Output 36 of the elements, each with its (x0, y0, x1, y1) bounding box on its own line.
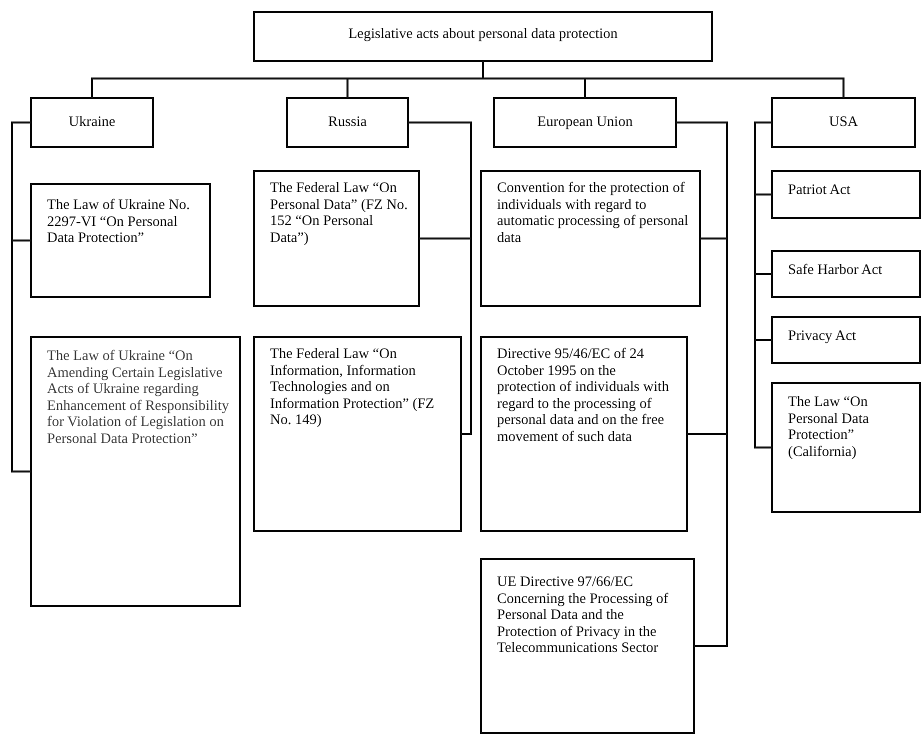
root-box (253, 11, 713, 62)
law-box (771, 316, 921, 364)
law-box (253, 170, 420, 307)
law-box (771, 382, 921, 513)
connector-line (482, 62, 844, 97)
law-box (771, 170, 921, 219)
node-text: Convention for the protection of individuals with regard to automatic processing of personal data (497, 180, 690, 246)
category-box (493, 97, 677, 148)
node-text: Legislative acts about personal data protection (347, 26, 619, 42)
category-box (771, 97, 916, 148)
node-text: The Law of Ukraine No. 2297-VI “On Personal Data Protection” (47, 197, 191, 246)
law-box (30, 183, 211, 298)
node-text: Privacy Act (788, 328, 858, 344)
connector-line (754, 122, 771, 448)
node-text: UE Directive 97/66/EC Concerning the Processing of Personal Data and the Protection of Privacy in the Telecommunications Sector (497, 574, 670, 656)
law-box (480, 336, 688, 532)
law-box (30, 336, 241, 607)
node-text: USA (828, 114, 859, 130)
connector-line (409, 122, 472, 435)
law-box (480, 170, 701, 307)
category-box (286, 97, 409, 148)
node-text: Safe Harbor Act (788, 262, 884, 278)
law-box (253, 336, 462, 532)
node-text: Russia (327, 114, 368, 130)
node-text: Directive 95/46/EC of 24 October 1995 on the protection of individuals with regard to the processing of personal data and on the free movement of such data (497, 346, 670, 445)
node-text: European Union (536, 114, 634, 130)
law-box (480, 558, 695, 734)
node-text: Patriot Act (788, 182, 852, 198)
node-text: The Law “On Personal Data Protection” (California) (788, 394, 870, 460)
node-text: The Law of Ukraine “On Amending Certain Legislative Acts of Ukraine regarding Enhancement of Responsibility for Violation of Legislation on Personal Data Protection” (47, 348, 230, 447)
category-box (30, 97, 154, 148)
node-text: The Federal Law “On Information, Information Technologies and on Information Protection” (FZ No. 149) (270, 346, 436, 428)
connector-line (11, 122, 30, 472)
law-box (771, 250, 921, 298)
node-text: Ukraine (68, 114, 116, 130)
node-text: The Federal Law “On Personal Data” (FZ No. 152 “On Personal Data”) (270, 180, 409, 246)
